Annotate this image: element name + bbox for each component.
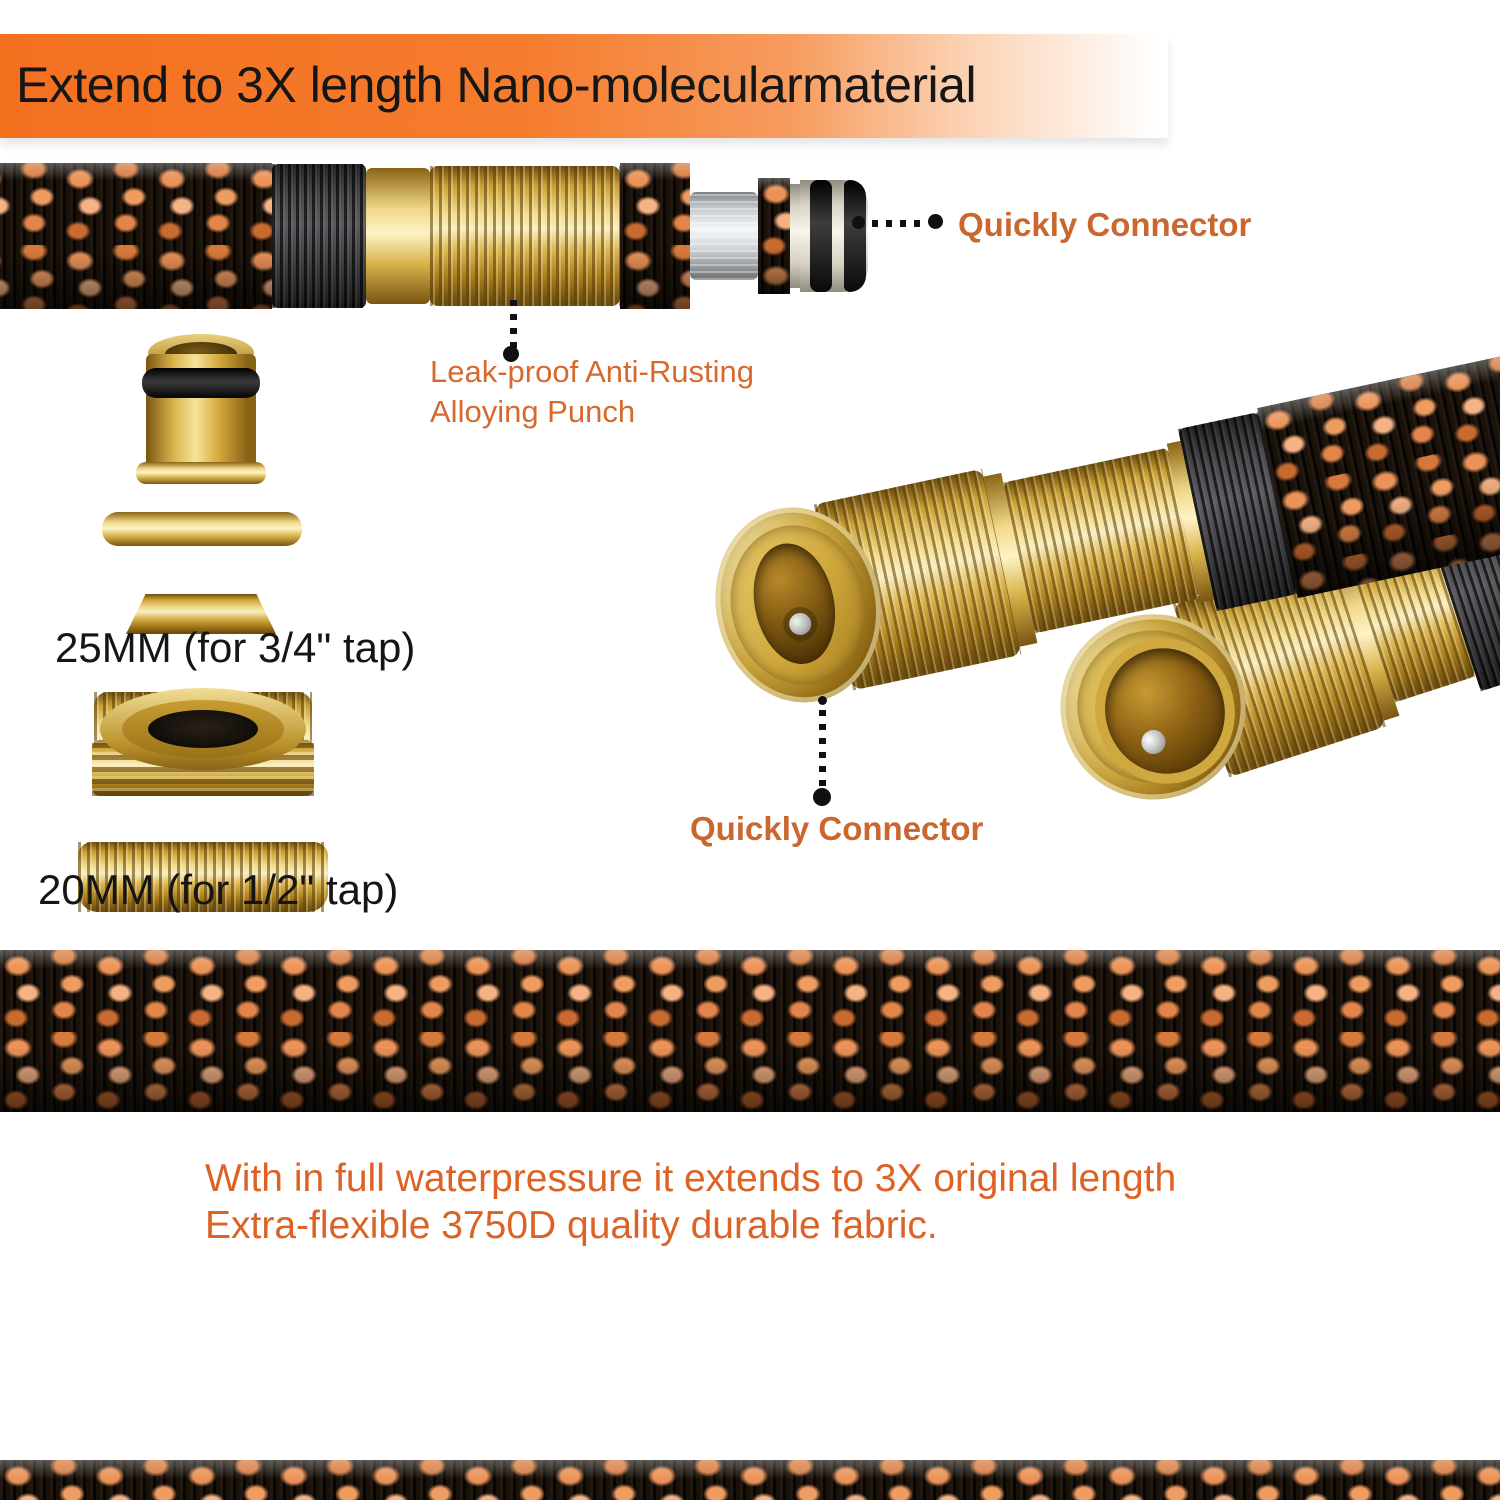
description-line2: Extra-flexible 3750D quality durable fab… [205,1204,938,1247]
hose-braid-segment [620,163,690,309]
brass-ring [366,168,430,304]
callout-dot [813,788,831,806]
connector-tip [800,180,868,292]
adapter-shoulder [126,594,276,634]
callout-label-quickly-connector-mid: Quickly Connector [690,810,984,847]
adapter-25mm-label: 25MM (for 3/4" tap) [55,624,416,671]
callout-dotted-line [510,300,517,348]
hose-braid-segment [1257,273,1500,598]
brass-neck [1003,447,1200,634]
adapter-flange [102,512,302,546]
description-line1: With in full waterpressure it extends to… [205,1157,1177,1200]
callout-dot [852,216,865,229]
callout-dot [818,696,827,705]
tip-ring [790,184,800,288]
callout-dot [503,346,519,362]
tap-adapter-20mm [76,688,330,912]
adapter-knurled-base [78,842,328,912]
adapter-o-ring [142,368,260,398]
callout-label-leak-proof: Leak-proof Anti-Rusting Alloying Punch [430,352,754,432]
headline-banner: Extend to 3X length Nano-molecularmateri… [0,34,1168,138]
description-paragraph: With in full waterpressure it extends to… [205,1155,1176,1249]
hose-braid-segment [0,163,272,309]
headline-text: Extend to 3X length Nano-molecularmateri… [16,57,977,113]
chrome-band [690,192,758,280]
callout-label-quickly-connector-top: Quickly Connector [958,206,1252,243]
o-ring [844,180,866,292]
brass-connector-body [430,166,620,306]
adapter-step-ring [136,462,266,484]
hose-braid-segment [758,178,790,294]
hose-top-assembly [0,162,868,310]
leak-proof-line1: Leak-proof Anti-Rusting [430,354,754,389]
rubber-collar [272,164,366,308]
callout-dotted-line [872,220,926,227]
tap-adapter-25mm [90,332,320,792]
adapter-bore [148,710,258,748]
leak-proof-line2: Alloying Punch [430,394,636,429]
callout-dotted-line [819,710,826,790]
hose-band-middle [0,950,1500,1112]
adapter-20mm-label: 20MM (for 1/2" tap) [38,866,399,913]
callout-dot [928,214,943,229]
adapter-top-ring [100,688,306,770]
hose-band-bottom [0,1460,1500,1500]
o-ring [810,180,832,292]
